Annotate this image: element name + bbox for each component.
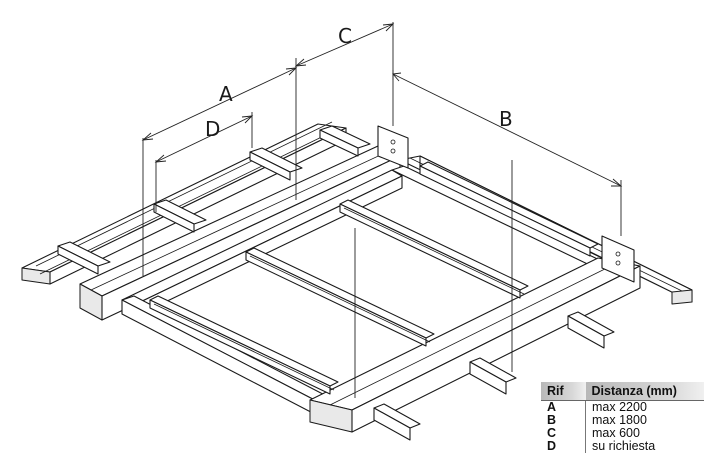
row-value: max 1800 — [592, 413, 647, 427]
header-rif: Rif — [541, 382, 586, 401]
cross-tee-3 — [339, 199, 529, 299]
dimension-label-d: D — [205, 117, 220, 141]
cross-tee-4 — [419, 161, 599, 257]
table-row: D su richiesta — [541, 440, 704, 453]
header-distanza: Distanza (mm) — [585, 382, 704, 401]
cross-tee-2 — [245, 247, 435, 347]
dimension-lines — [141, 22, 623, 398]
table-row: A max 2200 — [541, 400, 704, 414]
row-ref: A — [541, 400, 586, 414]
reference-table: Rif Distanza (mm) A max 2200 B max 1800 … — [541, 382, 704, 453]
row-ref: C — [541, 427, 586, 440]
row-value: su richiesta — [592, 439, 656, 453]
cross-tees — [149, 161, 599, 395]
carrying-channel-front — [309, 257, 641, 433]
row-ref: B — [541, 414, 586, 427]
table-row: C max 600 — [541, 427, 704, 440]
dimension-label-b: B — [499, 107, 513, 131]
table-header-row: Rif Distanza (mm) — [541, 382, 704, 401]
dimension-label-a: A — [219, 82, 233, 106]
row-ref: D — [541, 440, 586, 453]
cross-tee-1 — [149, 295, 339, 395]
dimension-label-c: C — [338, 24, 352, 48]
table-row: B max 1800 — [541, 414, 704, 427]
row-value: max 600 — [592, 426, 640, 440]
wall-brackets — [377, 125, 635, 283]
row-value: max 2200 — [592, 400, 647, 414]
channel-clips — [57, 125, 615, 441]
